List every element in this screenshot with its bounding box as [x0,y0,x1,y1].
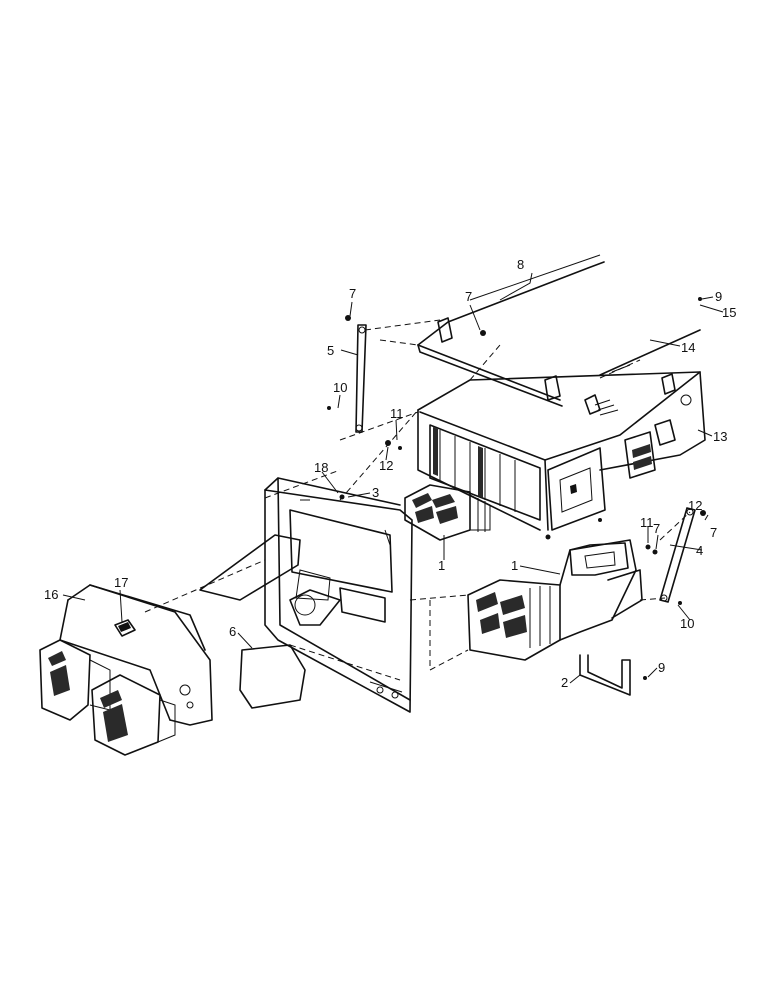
callout-2: 2 [561,675,568,690]
screw-10a [327,406,331,410]
filter-pad [239,644,306,709]
callout-labels: 8 7 7 9 15 14 5 10 11 13 12 18 3 12 11 7… [44,257,736,690]
callout-1b: 1 [511,558,518,573]
callout-9a: 9 [715,289,722,304]
callout-3: 3 [372,485,379,500]
screw-7c [700,510,706,516]
callout-13: 13 [713,429,727,444]
main-duct-lower [467,539,643,661]
leader-lines [62,272,724,684]
callout-11b: 11 [640,515,654,530]
nut-12a [385,440,391,446]
callout-7c-top: 12 [688,498,702,513]
callout-9b: 9 [658,660,665,675]
screw-9b [643,676,647,680]
callout-10a: 10 [333,380,347,395]
callout-6: 6 [229,624,236,639]
outlet-duct-upper [404,484,491,541]
dash-panel [264,477,413,713]
nut-12b [652,549,658,555]
screw-10b [678,601,682,605]
washer-11a [398,446,402,450]
assembly-guide-lines [144,319,691,681]
screw-7a [345,315,351,321]
hardware [327,297,706,680]
callout-15: 15 [722,305,736,320]
strap-4 [659,507,696,603]
screw-7b [480,330,486,336]
callout-1a: 1 [438,558,445,573]
callout-11a: 11 [390,406,404,421]
callout-12a: 12 [379,458,393,473]
screw-9a [698,297,702,301]
callout-18: 18 [314,460,328,475]
callout-12b: 7 [653,521,660,536]
support-frame [417,254,605,407]
washer-11b [645,544,651,550]
callout-14: 14 [681,340,695,355]
callout-7a: 7 [349,286,356,301]
front-outlet-assembly [39,584,213,756]
callout-4: 4 [696,543,703,558]
callout-10b: 10 [680,616,694,631]
air-channel [199,534,341,626]
strap-5 [355,324,367,433]
screw-18 [339,494,345,500]
callout-7b: 7 [465,289,472,304]
callout-8: 8 [517,257,524,272]
bracket-2 [579,654,631,696]
callout-17: 17 [114,575,128,590]
heater-unit [417,371,706,540]
callout-5: 5 [327,343,334,358]
callout-16: 16 [44,587,58,602]
callout-7c: 7 [710,525,717,540]
